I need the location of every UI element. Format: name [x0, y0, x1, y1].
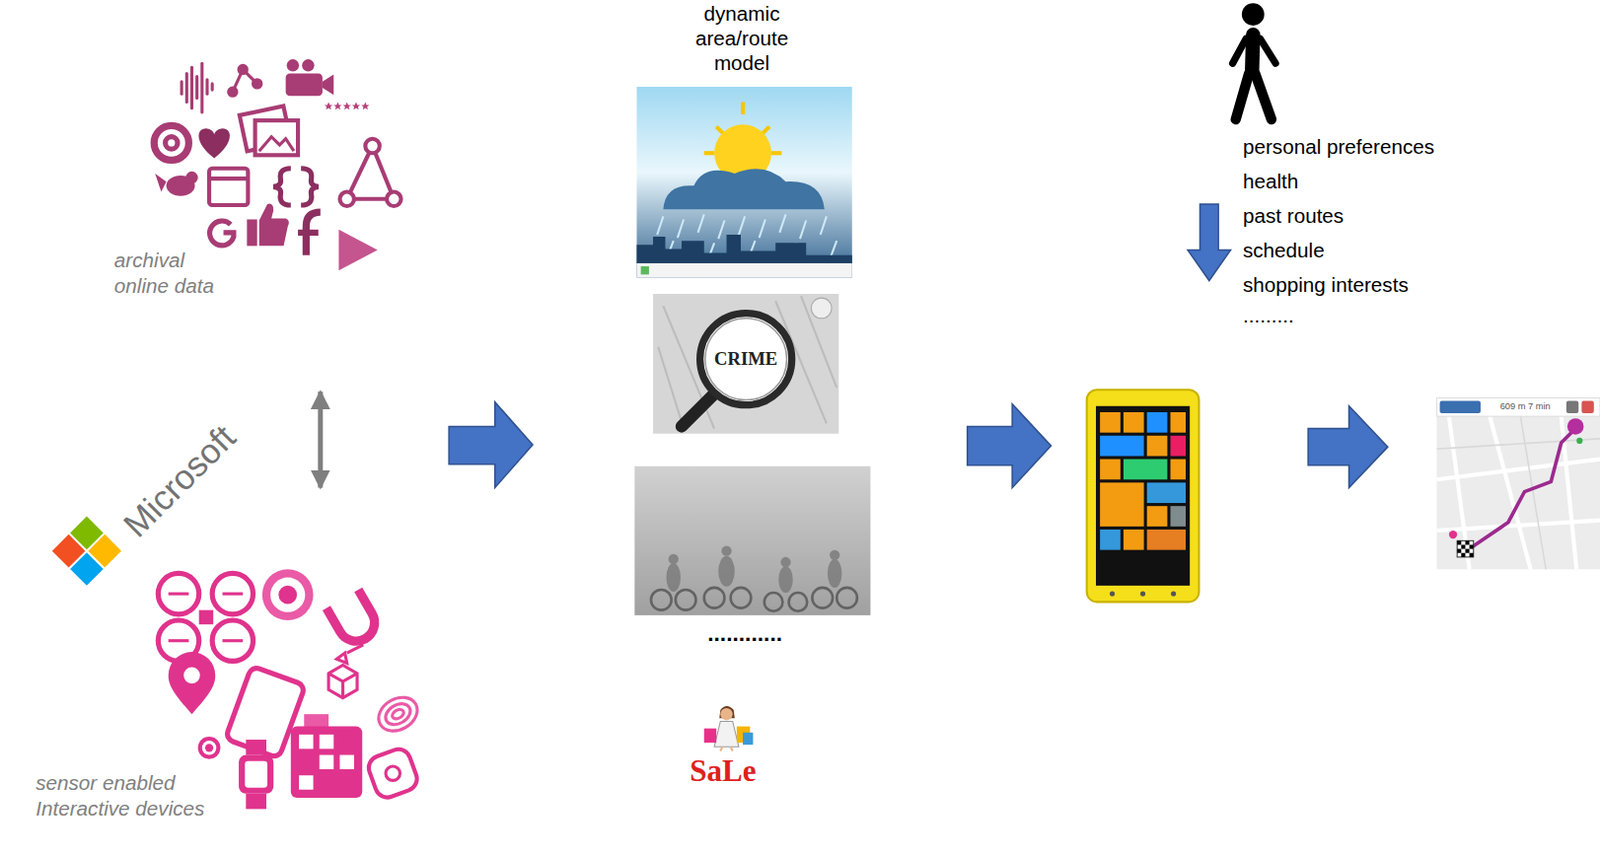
preference-item: .........	[1242, 303, 1295, 329]
online-data-icons	[153, 59, 401, 271]
double-arrow	[317, 391, 323, 488]
microsoft-logo	[52, 516, 122, 586]
crime-picture	[653, 293, 839, 435]
sale-word: SaLe	[689, 752, 756, 790]
brand-name: Microsoft	[115, 417, 245, 547]
model-title: dynamic area/route model	[679, 1, 804, 75]
preference-item: health	[1242, 169, 1299, 195]
preference-item: schedule	[1242, 238, 1325, 264]
ellipsis: ............	[707, 620, 783, 648]
icon-cluster: archival online data	[112, 61, 409, 390]
icon-cluster: sensor enabled Interactive devices	[30, 490, 439, 853]
picture-word: CRIME	[714, 348, 778, 370]
smog-picture	[634, 466, 871, 616]
cluster-caption: sensor enabled Interactive devices	[35, 770, 240, 822]
flow-arrows	[448, 204, 1388, 489]
map-distance: 609 m 7 min	[1500, 401, 1551, 413]
route-map	[1436, 398, 1600, 571]
weather-picture	[636, 86, 852, 278]
preference-item: shopping interests	[1242, 273, 1409, 298]
pedestrian-icon	[1233, 34, 1276, 120]
preference-item: past routes	[1242, 204, 1344, 229]
preference-item: personal preferences	[1242, 135, 1435, 160]
shopper-figure	[704, 706, 754, 752]
phone-picture	[1087, 389, 1200, 602]
cluster-caption: archival online data	[114, 247, 242, 299]
sensor-device-icons	[157, 569, 424, 809]
